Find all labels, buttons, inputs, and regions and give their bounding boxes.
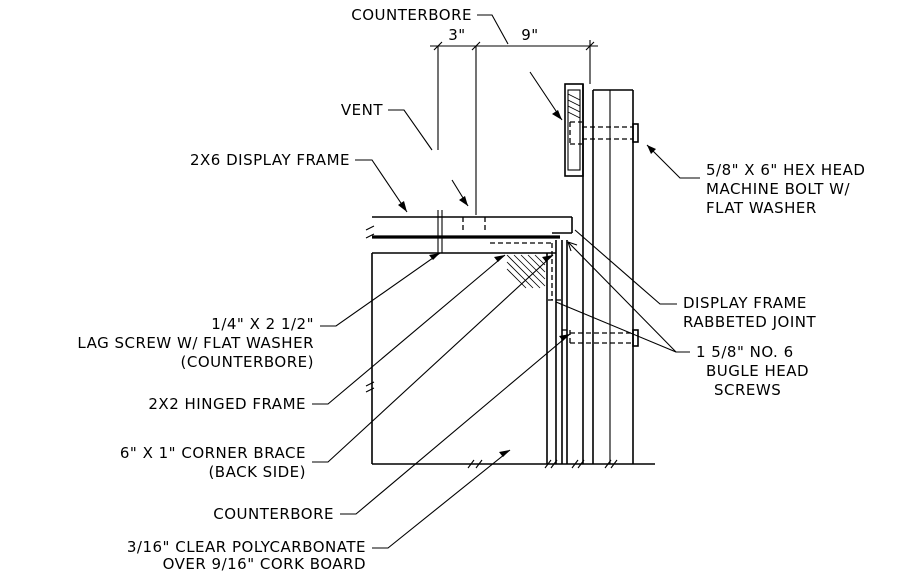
hinged-frame-2x2 xyxy=(372,240,568,464)
break-marks xyxy=(365,225,618,469)
label-counterbore-top: COUNTERBORE xyxy=(351,6,472,24)
dimension-lines xyxy=(430,40,598,215)
label-lag-screw-line-2: LAG SCREW W/ FLAT WASHER xyxy=(77,334,314,352)
label-dim-9: 9" xyxy=(521,26,538,44)
label-polycarbonate-line-2: OVER 9/16" CORK BOARD xyxy=(163,555,366,571)
label-bugle-screws-line-2: BUGLE HEAD xyxy=(706,362,809,380)
label-polycarbonate-line-1: 3/16" CLEAR POLYCARBONATE xyxy=(127,538,366,556)
label-rabbeted-joint-line-2: RABBETED JOINT xyxy=(683,313,816,331)
lower-hex-bolt xyxy=(562,329,639,347)
upper-hex-bolt xyxy=(582,123,639,143)
label-lag-screw-line-3: (COUNTERBORE) xyxy=(181,353,314,371)
leader-lines xyxy=(312,14,700,549)
label-hex-bolt-line-3: FLAT WASHER xyxy=(706,199,817,217)
label-rabbeted-joint-line-1: DISPLAY FRAME xyxy=(683,294,807,312)
label-hinged-frame: 2X2 HINGED FRAME xyxy=(148,395,306,413)
label-lag-screw-line-1: 1/4" X 2 1/2" xyxy=(211,315,314,333)
label-dim-3: 3" xyxy=(448,26,465,44)
label-vent: VENT xyxy=(341,101,383,119)
display-frame-2x6 xyxy=(372,210,573,253)
corner-brace-hatch xyxy=(506,254,546,289)
label-counterbore-bottom: COUNTERBORE xyxy=(213,505,334,523)
label-corner-brace-line-1: 6" X 1" CORNER BRACE xyxy=(120,444,306,462)
label-bugle-screws-line-1: 1 5/8" NO. 6 xyxy=(696,343,794,361)
label-corner-brace-line-2: (BACK SIDE) xyxy=(208,463,306,481)
wall-post-assembly xyxy=(582,84,634,464)
label-hex-bolt-line-2: MACHINE BOLT W/ xyxy=(706,180,850,198)
cork-board-outline xyxy=(371,253,655,465)
label-hex-bolt-line-1: 5/8" X 6" HEX HEAD xyxy=(706,161,865,179)
label-bugle-screws-line-3: SCREWS xyxy=(714,381,781,399)
mounting-block xyxy=(564,83,584,177)
label-display-frame-2x6: 2X6 DISPLAY FRAME xyxy=(190,151,350,169)
